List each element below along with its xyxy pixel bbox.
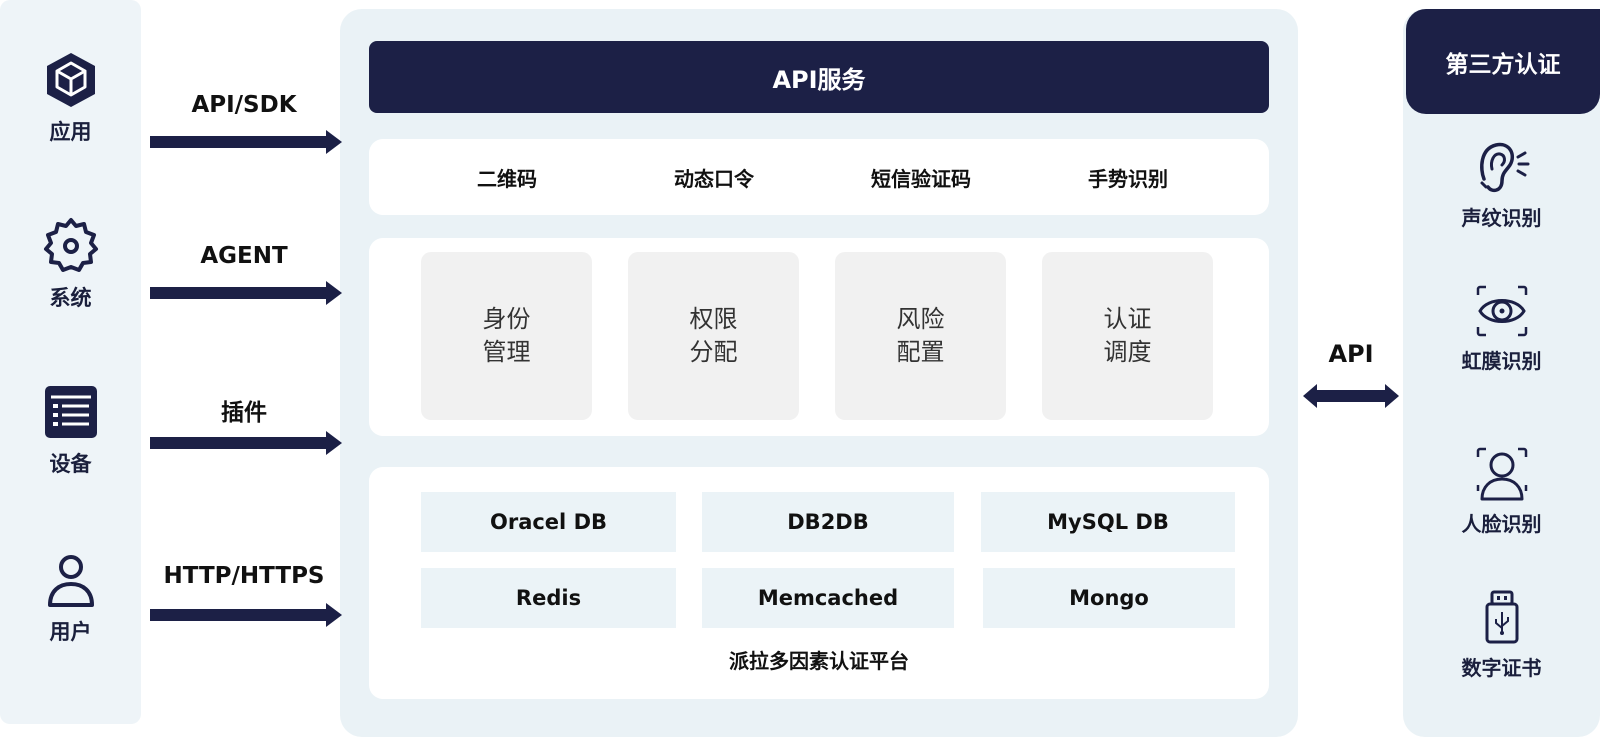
- connection-api-sdk: API/SDK: [146, 92, 342, 154]
- connection-plugin: 插件: [146, 393, 342, 455]
- module-line: 认证: [1103, 305, 1152, 333]
- auth-iris: 虹膜识别: [1403, 281, 1600, 374]
- right-arrow-icon: [150, 603, 342, 627]
- method-sms: 短信验证码: [871, 166, 971, 191]
- db-oracle: Oracel DB: [421, 492, 676, 552]
- method-otp: 动态口令: [674, 166, 754, 191]
- api-link-label: API: [1328, 340, 1374, 368]
- module-line: 调度: [1103, 338, 1152, 366]
- api-link: API: [1303, 340, 1399, 408]
- module-line: 分配: [689, 338, 738, 366]
- db-memcached: Memcached: [702, 568, 954, 628]
- connection-label: 插件: [221, 400, 267, 426]
- client-label: 设备: [49, 452, 92, 476]
- double-arrow-icon: [1303, 384, 1399, 408]
- auth-face: 人脸识别: [1403, 444, 1600, 537]
- connection-agent: AGENT: [146, 243, 342, 305]
- client-device: 设备: [0, 382, 141, 478]
- module-auth-schedule: 认证调度: [1042, 252, 1213, 420]
- module-identity: 身份管理: [421, 252, 592, 420]
- client-app: 应用: [0, 50, 141, 146]
- auth-voiceprint: 声纹识别: [1403, 138, 1600, 231]
- db-db2: DB2DB: [702, 492, 954, 552]
- module-line: 管理: [482, 338, 531, 366]
- module-line: 权限: [689, 305, 738, 333]
- client-label: 系统: [49, 286, 92, 310]
- client-system: 系统: [0, 216, 141, 312]
- database-panel: Oracel DB DB2DB MySQL DB Redis Memcached…: [369, 467, 1269, 699]
- platform-name: 派拉多因素认证平台: [729, 649, 909, 673]
- right-arrow-icon: [150, 281, 342, 305]
- auth-label: 声纹识别: [1461, 206, 1542, 230]
- iris-eye-icon: [1472, 281, 1532, 341]
- auth-label: 虹膜识别: [1461, 349, 1542, 373]
- module-permission: 权限分配: [628, 252, 799, 420]
- api-service-header: API服务: [369, 41, 1269, 113]
- db-mysql: MySQL DB: [981, 492, 1235, 552]
- module-risk: 风险配置: [835, 252, 1006, 420]
- method-gesture: 手势识别: [1088, 166, 1168, 191]
- module-line: 身份: [482, 305, 531, 333]
- gear-icon: [43, 216, 99, 276]
- db-mongo: Mongo: [983, 568, 1235, 628]
- connection-label: AGENT: [200, 243, 288, 269]
- right-arrow-icon: [150, 130, 342, 154]
- auth-certificate: 数字证书: [1403, 588, 1600, 681]
- third-party-header: 第三方认证: [1406, 9, 1600, 114]
- connection-http: HTTP/HTTPS: [146, 563, 342, 627]
- client-user: 用户: [0, 550, 141, 646]
- method-qrcode: 二维码: [477, 166, 537, 191]
- right-arrow-icon: [150, 431, 342, 455]
- cube-icon: [43, 50, 99, 110]
- client-label: 用户: [49, 620, 92, 644]
- face-scan-icon: [1472, 444, 1532, 504]
- connection-label: API/SDK: [191, 92, 297, 118]
- db-redis: Redis: [421, 568, 676, 628]
- auth-label: 数字证书: [1461, 656, 1542, 680]
- connection-label: HTTP/HTTPS: [163, 563, 325, 589]
- usb-key-icon: [1472, 588, 1532, 648]
- user-icon: [43, 550, 99, 610]
- module-line: 风险: [896, 305, 945, 333]
- auth-methods-row: 二维码 动态口令 短信验证码 手势识别: [369, 139, 1269, 215]
- modules-row: 身份管理 权限分配 风险配置 认证调度: [369, 238, 1269, 436]
- module-line: 配置: [896, 338, 945, 366]
- auth-label: 人脸识别: [1461, 512, 1542, 536]
- ear-voiceprint-icon: [1472, 138, 1532, 198]
- client-label: 应用: [49, 120, 92, 144]
- device-list-icon: [43, 382, 99, 442]
